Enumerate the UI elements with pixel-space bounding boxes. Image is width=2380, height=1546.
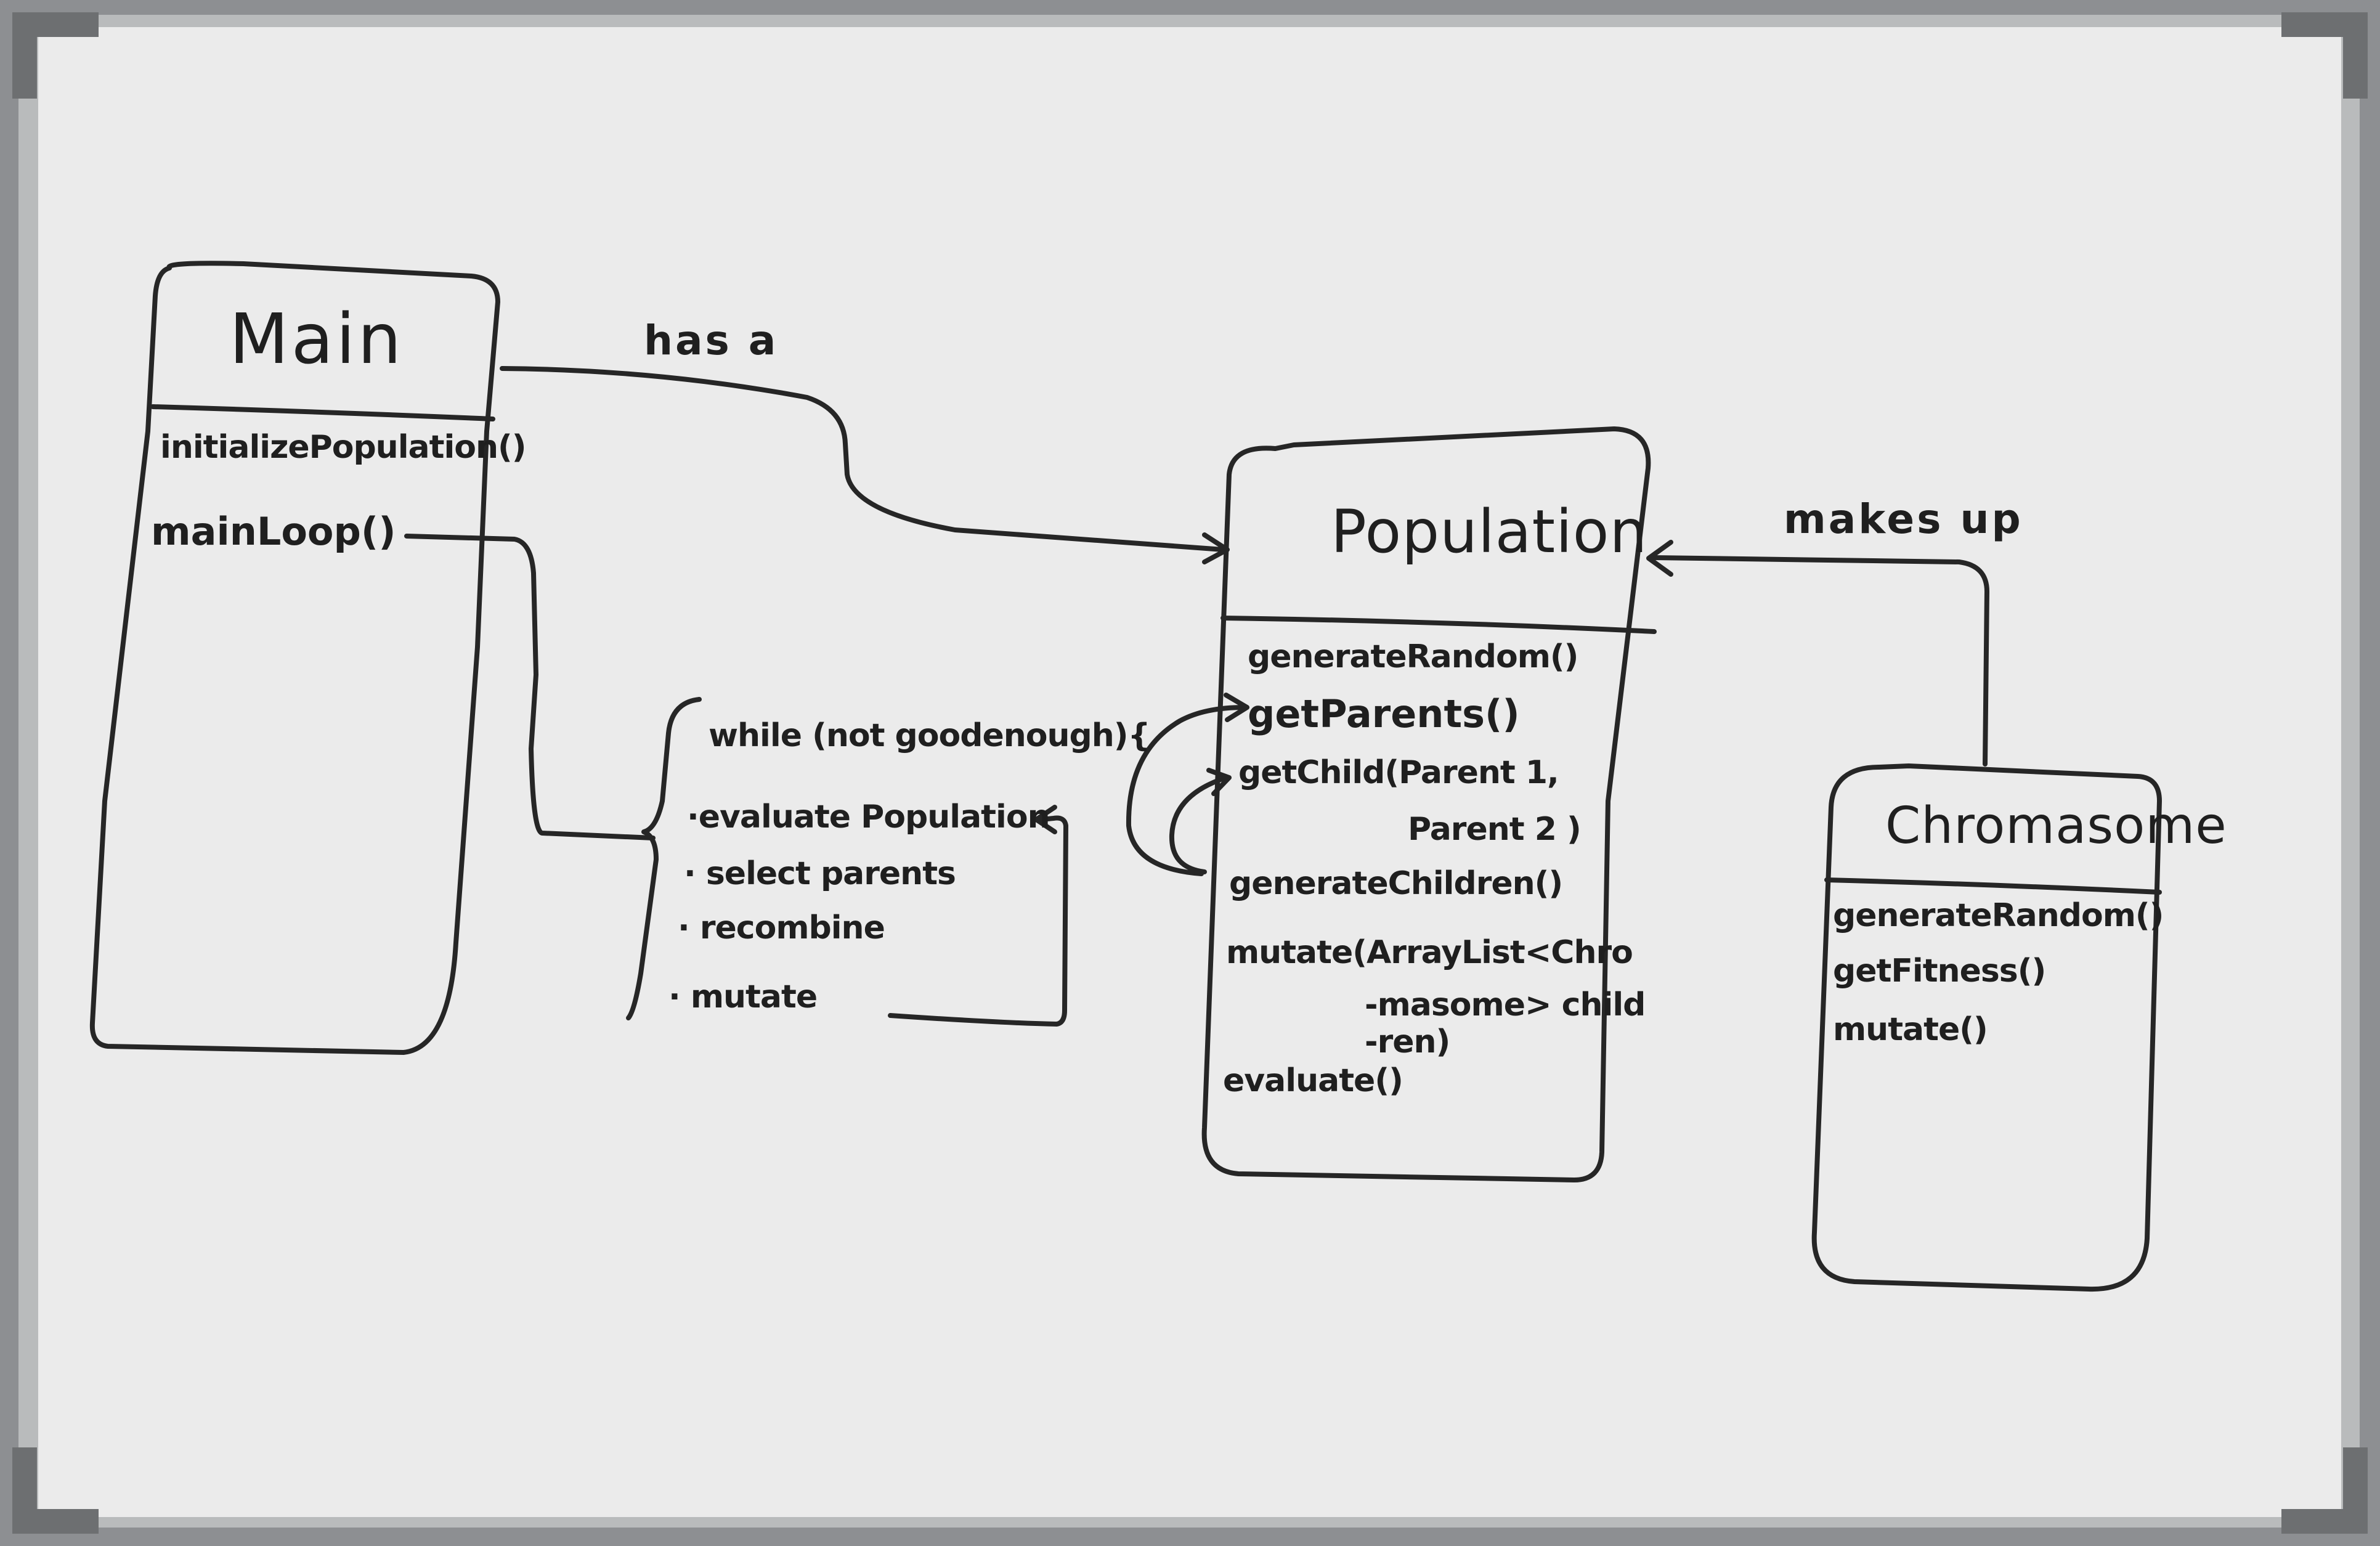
edge-label-has-a: has a bbox=[644, 317, 779, 364]
population-method-generate-children: generateChildren() bbox=[1229, 865, 1563, 902]
corner-top-left bbox=[12, 12, 99, 99]
population-method-get-child: getChild(Parent 1, bbox=[1238, 754, 1559, 791]
chromasome-class-divider bbox=[1824, 877, 2162, 895]
loop-step-recombine: · recombine bbox=[678, 909, 885, 946]
population-method-get-parents: getParents() bbox=[1248, 691, 1520, 736]
population-class-name: Population bbox=[1331, 497, 1648, 566]
loop-curly-brace bbox=[626, 697, 702, 1020]
loop-step-evaluate-population: ·evaluate Population bbox=[687, 799, 1050, 836]
main-method-main-loop: mainLoop() bbox=[151, 509, 396, 554]
main-class-box bbox=[89, 261, 500, 1055]
corner-bottom-right bbox=[2281, 1447, 2368, 1534]
generatechildren-to-getchild-arrow bbox=[1169, 775, 1229, 874]
loop-return-arrow-line bbox=[888, 815, 1068, 1027]
has-a-arrow-line bbox=[500, 366, 1225, 552]
population-method-mutate-cont1: -masome> child bbox=[1365, 987, 1646, 1023]
getchild-arrowhead bbox=[1206, 768, 1232, 796]
loop-step-mutate: · mutate bbox=[668, 978, 818, 1015]
population-method-mutate: mutate(ArrayList<Chro bbox=[1226, 934, 1633, 971]
population-class-box bbox=[1201, 426, 1651, 1182]
population-method-get-child-cont: Parent 2 ) bbox=[1408, 811, 1582, 848]
population-method-mutate-cont2: -ren) bbox=[1365, 1023, 1450, 1060]
population-method-generate-random: generateRandom() bbox=[1248, 638, 1578, 675]
corner-top-right bbox=[2281, 12, 2368, 99]
chromasome-method-get-fitness: getFitness() bbox=[1833, 953, 2046, 990]
loop-note-header: while (not goodenough){ bbox=[709, 717, 1151, 754]
population-class-divider bbox=[1220, 616, 1657, 634]
edge-label-makes-up: makes up bbox=[1784, 495, 2023, 543]
population-method-evaluate: evaluate() bbox=[1223, 1062, 1403, 1099]
main-method-initialize-population: initializePopulation() bbox=[160, 429, 527, 466]
main-class-divider bbox=[150, 404, 495, 421]
chromasome-class-name: Chromasome bbox=[1885, 797, 2227, 855]
loop-step-select-parents: · select parents bbox=[684, 855, 956, 892]
chromasome-class-box bbox=[1811, 763, 2162, 1292]
generatechildren-to-getparents-arrow bbox=[1126, 705, 1247, 876]
chromasome-method-generate-random: generateRandom() bbox=[1833, 897, 2164, 934]
getparents-arrowhead bbox=[1224, 693, 1249, 722]
main-class-name: Main bbox=[229, 299, 404, 380]
has-a-arrowhead bbox=[1202, 532, 1230, 564]
makes-up-arrowhead bbox=[1646, 540, 1673, 577]
loop-return-arrowhead bbox=[1034, 805, 1057, 834]
makes-up-arrow-line bbox=[1652, 555, 1989, 767]
corner-bottom-left bbox=[12, 1447, 99, 1534]
mainloop-connector bbox=[404, 534, 656, 840]
chromasome-method-mutate: mutate() bbox=[1833, 1011, 1988, 1048]
